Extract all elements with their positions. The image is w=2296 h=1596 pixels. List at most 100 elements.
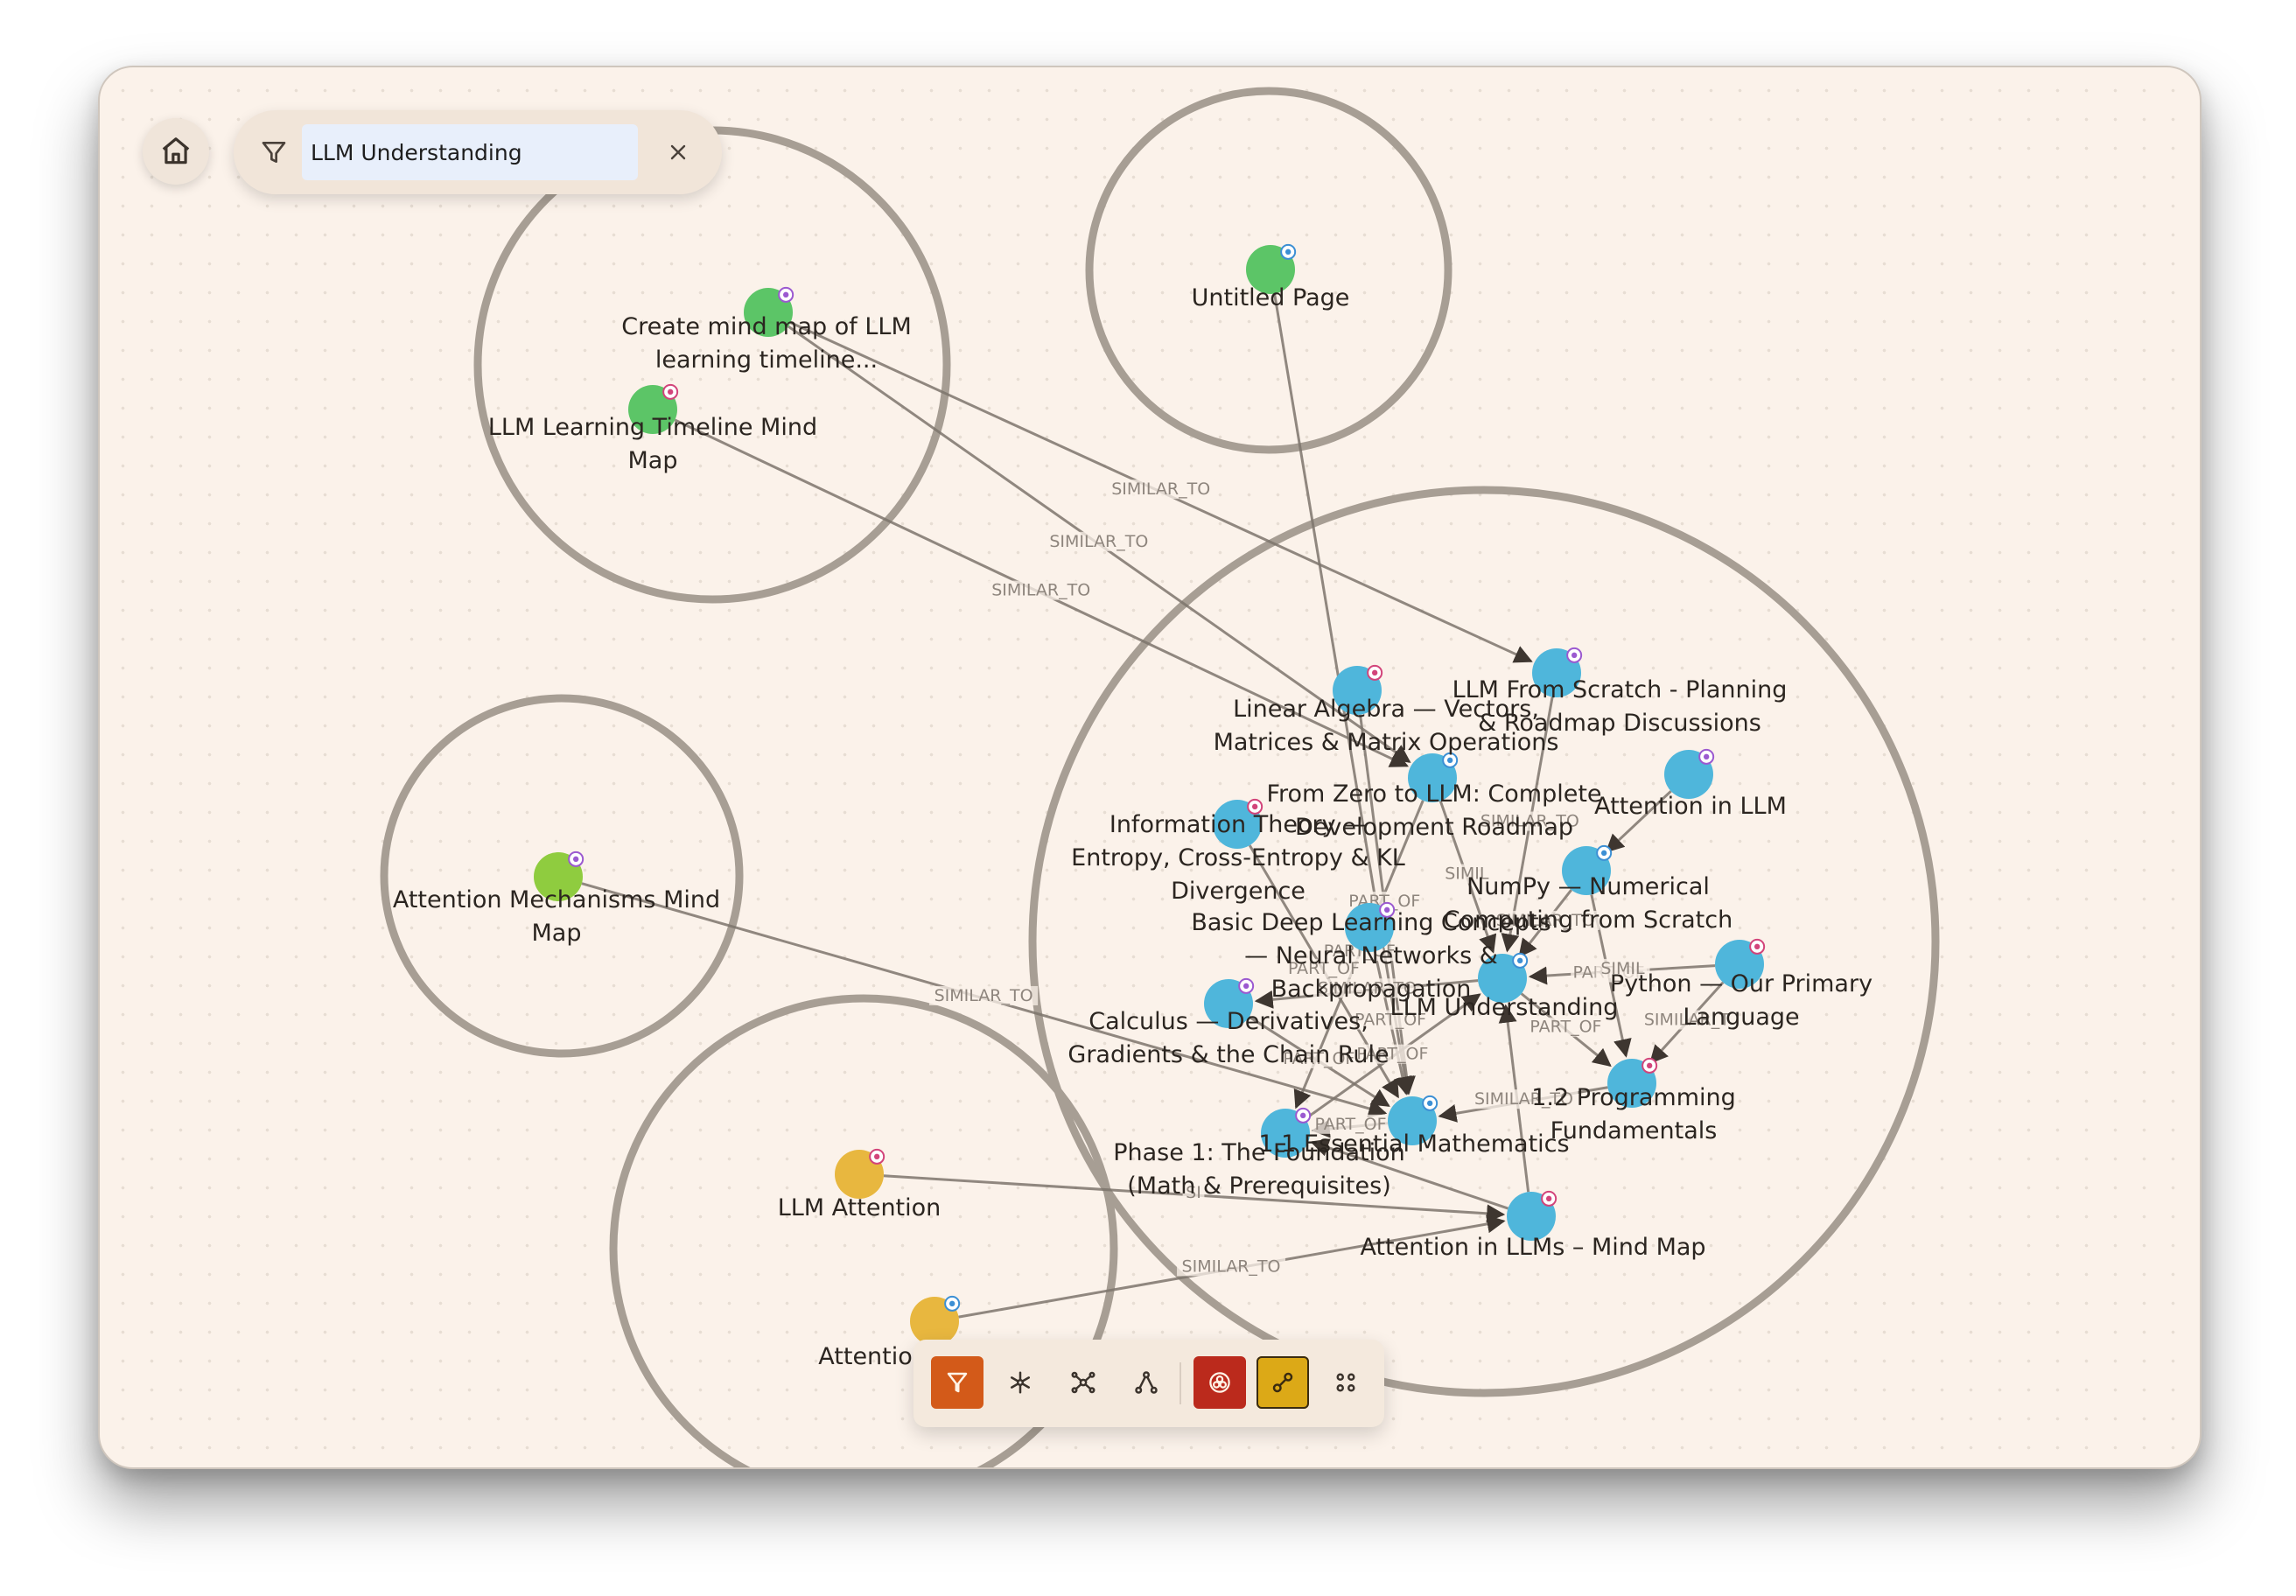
node-type-badge-dot [572, 856, 579, 863]
node-label-line: Calculus — Derivatives, [1088, 1008, 1368, 1035]
edge-label-background [986, 580, 1096, 600]
node-type-badge-dot [1516, 957, 1523, 964]
node-label-line: Matrices & Matrix Operations [1214, 729, 1559, 756]
edge-label: SI [1186, 1183, 1201, 1202]
edge-label: PART_OF [1530, 1018, 1601, 1037]
close-icon [670, 144, 686, 160]
filter-icon[interactable] [260, 138, 288, 166]
edge-label-background [1352, 1010, 1429, 1030]
edge-label: SIMILAR_TO [1318, 978, 1417, 998]
node-label-line: Backpropagation [1271, 976, 1472, 1003]
target-icon [1209, 1372, 1230, 1393]
cluster-ring-attention-map [380, 694, 744, 1058]
cluster-toggle-button[interactable] [1194, 1356, 1246, 1409]
edge-label-background [1280, 1048, 1357, 1068]
grid-layout-button[interactable] [1320, 1356, 1372, 1409]
edge-label: SIMILAR_TO [991, 581, 1090, 600]
edge-label: PART_OF [1354, 1011, 1426, 1030]
edge-label: SIMILAR_TO [1474, 1089, 1573, 1109]
grid-icon [1336, 1373, 1355, 1392]
edge-label-background [1312, 978, 1422, 998]
network-icon [1071, 1371, 1096, 1394]
edge-label: SIMILAR_TO [1111, 480, 1210, 499]
node-label-line: Language [1683, 1004, 1799, 1031]
filter-mode-button[interactable] [931, 1356, 984, 1409]
node-type-badge-dot [1299, 1112, 1306, 1119]
node-type-badge-dot [1703, 753, 1710, 760]
graph-canvas[interactable]: SIMILAR_TO SIMILAR_TO SIMILAR_TO SIMILAR_TO… [100, 67, 2200, 1467]
edge-label-background [1354, 1044, 1431, 1064]
edge-attention_in_llm-numpy[interactable] [1605, 790, 1672, 853]
edge-label: SIMILAR_TO [1480, 812, 1579, 831]
edge-label-background [1475, 811, 1585, 831]
tree-layout-button[interactable] [1120, 1356, 1172, 1409]
edge-label: SIMILAR_TO [1182, 1256, 1281, 1276]
node-label-line: LLM Learning Timeline Mind [488, 414, 817, 441]
node-label-basic_dl: Basic Deep Learning Concepts — Neural Net… [1191, 909, 1550, 1003]
node-label-line: Entropy, Cross-Entropy & KL [1071, 844, 1405, 872]
node-label-line: Untitled Page [1192, 284, 1350, 312]
edge-label-background [1285, 958, 1362, 978]
node-label-line: Attention in LLMs – Mind Map [1360, 1234, 1705, 1261]
home-button[interactable] [143, 118, 209, 185]
filter-bar [234, 110, 722, 194]
node-label-line: Information Theory — [1110, 811, 1367, 838]
edge-label-background [1491, 910, 1600, 930]
node-label-line: Create mind map of LLM [621, 313, 912, 340]
radial-layout-button[interactable] [994, 1356, 1046, 1409]
node-label-line: Divergence [1171, 878, 1306, 905]
node-label-phase1: Phase 1: The Foundation(Math & Prerequis… [1113, 1139, 1405, 1200]
node-label-llm_attention: LLM Attention [778, 1194, 942, 1222]
similarity-toggle-button[interactable] [1256, 1356, 1309, 1409]
edge-label-background [1439, 864, 1494, 884]
app-window: SIMILAR_TO SIMILAR_TO SIMILAR_TO SIMILAR_TO… [98, 66, 2202, 1469]
node-type-badge-dot [1251, 803, 1258, 810]
edge-label: PART_OF [1288, 959, 1360, 978]
node-type-badge-dot [1571, 652, 1578, 659]
node-type-badge-dot [1754, 943, 1760, 950]
network-layout-button[interactable] [1057, 1356, 1110, 1409]
node-label-line: Development Roadmap [1295, 814, 1573, 841]
edge-label: SIMILAR_TO [1049, 532, 1148, 551]
edge-label-background [1469, 1089, 1578, 1110]
node-label-line: 1.2 Programming [1531, 1084, 1736, 1111]
tree-icon [1135, 1371, 1158, 1394]
node-label-line: Linear Algebra — Vectors, [1233, 696, 1539, 723]
edge-label: PART_OF [1356, 1045, 1428, 1064]
filter-input[interactable] [302, 124, 638, 180]
node-type-badge-dot [1284, 248, 1292, 256]
node-label-line: & Roadmap Discussions [1478, 710, 1761, 737]
edge-attn_llms_map-phase1[interactable] [1310, 1138, 1508, 1210]
node-type-badge-dot [1371, 669, 1378, 676]
edge-label-background [1528, 1017, 1604, 1037]
node-label-line: Map [628, 447, 678, 474]
node-label-line: Basic Deep Learning Concepts [1191, 909, 1550, 936]
node-label-linear_algebra: Linear Algebra — Vectors, Matrices & Matr… [1214, 696, 1559, 756]
node-label-calculus: Calculus — Derivatives,Gradients & the C… [1068, 1008, 1389, 1068]
edge-label: PART_OF [1283, 1049, 1354, 1068]
node-label-info_theory: Information Theory — Entropy, Cross-Entro… [1071, 811, 1405, 905]
home-icon [162, 137, 190, 164]
node-label-attn_llms_map: Attention in LLMs – Mind Map [1360, 1234, 1705, 1261]
cluster-ring-untitled [1085, 87, 1452, 454]
node-type-badge-dot [1446, 757, 1453, 764]
node-label-attention_in_llm: Attention in LLM [1594, 793, 1787, 820]
node-type-badge-dot [1545, 1195, 1552, 1202]
edge-label: SIMIL [1445, 864, 1489, 884]
node-type-badge-dot [1600, 850, 1607, 857]
node-type-badge-dot [1426, 1100, 1433, 1107]
clear-filter-button[interactable] [657, 131, 699, 173]
node-label-line: — Neural Networks & [1244, 942, 1498, 970]
edge-label: SIMIL [1600, 959, 1645, 978]
node-type-badge-dot [1646, 1062, 1653, 1069]
toolbar-divider [1180, 1362, 1181, 1404]
node-type-badge-dot [782, 291, 789, 298]
node-label-llm_understanding: LLM Understanding [1390, 994, 1619, 1021]
